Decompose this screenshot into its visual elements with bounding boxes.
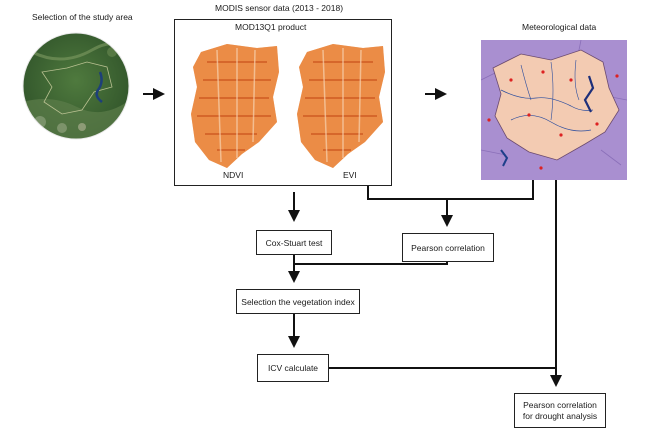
pearson-drought-line2: for drought analysis	[523, 411, 597, 422]
pearson-drought-line1: Pearson correlation	[523, 400, 597, 411]
pearson-correlation-box: Pearson correlation	[402, 233, 494, 262]
icv-calculate-box: ICV calculate	[257, 354, 329, 382]
line-modis-meteo-join	[368, 180, 533, 199]
cox-stuart-box: Cox-Stuart test	[256, 230, 332, 255]
line-pearson-join	[294, 262, 447, 264]
pearson-drought-box: Pearson correlation for drought analysis	[514, 393, 606, 428]
selection-vegetation-index-box: Selection the vegetation index	[236, 289, 360, 314]
